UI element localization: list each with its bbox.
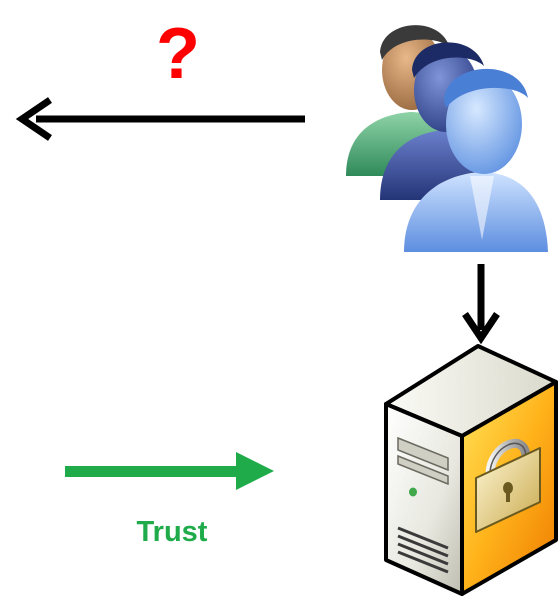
question-mark-label: ? [156,14,200,94]
trust-arrow [65,452,274,490]
trust-label: Trust [136,516,208,548]
users-group-icon [346,25,548,252]
user-front [404,68,548,252]
locked-server-icon [384,344,558,596]
left-arrow [15,97,305,141]
padlock-icon [475,438,541,533]
down-arrow [462,264,500,345]
